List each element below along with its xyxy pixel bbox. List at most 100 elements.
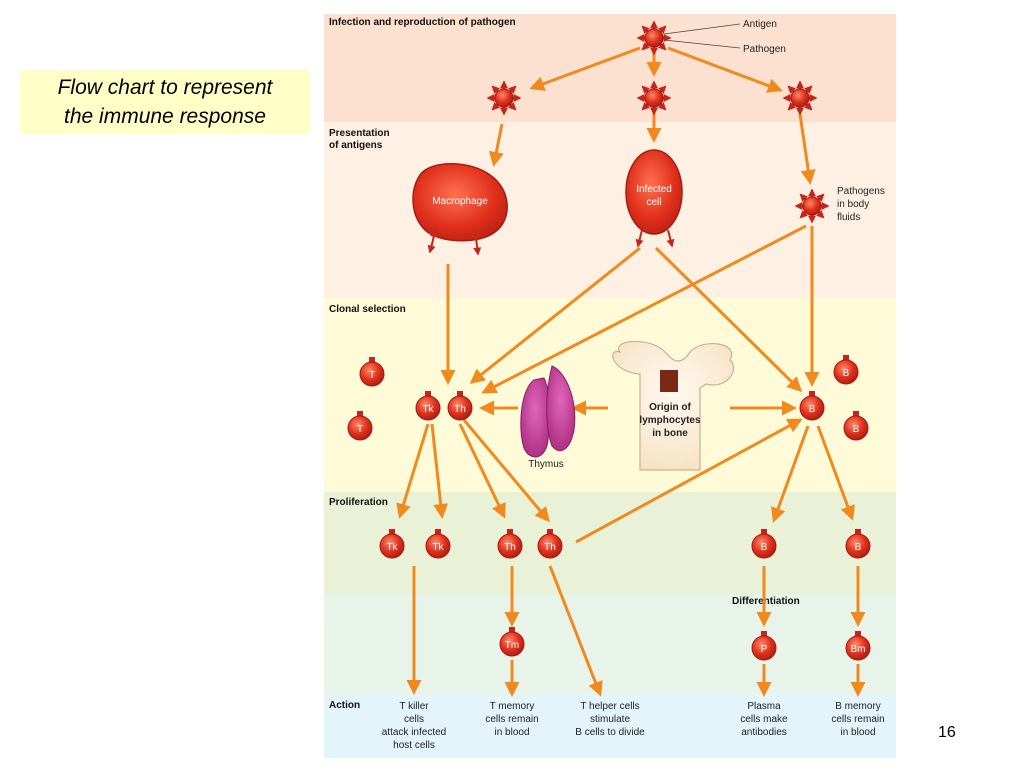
pathogen-center bbox=[636, 80, 672, 116]
action-bmemory-line-2: cells remain bbox=[831, 714, 884, 725]
stage-label-presentation-line-1: Presentation bbox=[329, 128, 390, 139]
t-cell-naive-1-label: T bbox=[369, 370, 375, 381]
action-thelper-line-2: stimulate bbox=[590, 714, 630, 725]
arrow-to-macrophage bbox=[488, 123, 504, 167]
th-cell-clone-2-label: Th bbox=[544, 542, 556, 553]
stage-label-presentation-line-2: of antigens bbox=[329, 140, 383, 151]
b-cell-naive-2: B bbox=[843, 411, 869, 441]
b-cell-selected-label: B bbox=[809, 404, 816, 415]
action-tkiller-line-3: attack infected bbox=[382, 727, 446, 738]
bone-label-line-1: Origin of bbox=[649, 402, 691, 413]
action-thelper-line-1: T helper cells bbox=[580, 701, 639, 712]
arrow-tk-to-tk1 bbox=[396, 423, 430, 519]
pathogen-right bbox=[782, 80, 818, 116]
arrow-to-fluid-pathogen bbox=[798, 113, 816, 185]
pathogen-left bbox=[486, 80, 522, 116]
macrophage-cell: Macrophage bbox=[412, 163, 508, 256]
action-plasma-line-1: Plasma bbox=[747, 701, 781, 712]
antigen-callout-line bbox=[663, 23, 741, 35]
tk-cell: Tk bbox=[415, 391, 441, 421]
b-cell-naive-1-label: B bbox=[843, 368, 850, 379]
t-cell-naive-1: T bbox=[359, 357, 385, 387]
tm-cell-label: Tm bbox=[505, 640, 519, 651]
arrow-th-helper-to-action bbox=[548, 565, 603, 697]
t-cell-naive-2: T bbox=[347, 411, 373, 441]
arrow-th2-to-b bbox=[575, 418, 803, 544]
band-proliferation bbox=[324, 492, 896, 594]
b-cell-selected: B bbox=[799, 391, 825, 421]
bm-cell: Bm bbox=[845, 631, 871, 661]
stage-label-presentation: Presentation of antigens bbox=[329, 128, 390, 152]
slide-number: 16 bbox=[938, 724, 956, 741]
b-cell-clone-1: B bbox=[751, 529, 777, 559]
b-cell-clone-2: B bbox=[845, 529, 871, 559]
action-tkiller-line-4: host cells bbox=[393, 740, 435, 751]
pathogen-source bbox=[636, 20, 672, 56]
action-tkiller-line-1: T killer bbox=[399, 701, 429, 712]
plasma-cell: P bbox=[751, 631, 777, 661]
slide-title-line-2: the immune response bbox=[64, 105, 266, 128]
pathogens-fluids-label-line-1: Pathogens bbox=[837, 186, 885, 197]
infected-cell-label-line-2: cell bbox=[646, 197, 661, 208]
bone-label-line-2: lymphocytes bbox=[639, 415, 701, 426]
slide-title-line-1: Flow chart to represent bbox=[57, 76, 273, 99]
action-texts: T killer cells attack infected host cells T … bbox=[382, 701, 885, 751]
arrow-th-to-th2 bbox=[462, 419, 550, 523]
arrow-fluids-to-th bbox=[481, 224, 807, 394]
thymus-label: Thymus bbox=[528, 459, 564, 470]
b-cell-clone-2-label: B bbox=[855, 542, 862, 553]
flow-arrows bbox=[396, 46, 866, 697]
plasma-cell-label: P bbox=[761, 644, 768, 655]
pathogens bbox=[486, 20, 830, 224]
stage-label-differentiation: Differentiation bbox=[732, 596, 800, 607]
tk-cell-label: Tk bbox=[422, 404, 434, 415]
pathogen-body-fluids bbox=[794, 188, 830, 224]
arrow-pathogen-to-left bbox=[529, 46, 641, 91]
th-cell-label: Th bbox=[454, 404, 466, 415]
tk-cell-clone-2-label: Tk bbox=[432, 542, 444, 553]
thymus: Thymus bbox=[520, 365, 576, 470]
b-cell-clone-1-label: B bbox=[761, 542, 768, 553]
arrow-b-to-b1 bbox=[771, 425, 810, 523]
action-plasma-line-3: antibodies bbox=[741, 727, 787, 738]
arrow-pathogen-to-right bbox=[667, 46, 783, 93]
th-cell-clone-1: Th bbox=[497, 529, 523, 559]
action-tkiller-line-2: cells bbox=[404, 714, 424, 725]
pathogen-label: Pathogen bbox=[743, 44, 786, 55]
slide-title-box: Flow chart to represent the immune respo… bbox=[20, 70, 310, 134]
bm-cell-label: Bm bbox=[851, 644, 866, 655]
stage-label-infection: Infection and reproduction of pathogen bbox=[329, 17, 516, 28]
action-thelper-line-3: B cells to divide bbox=[575, 727, 645, 738]
action-tmemory-line-2: cells remain bbox=[485, 714, 538, 725]
b-cell-naive-2-label: B bbox=[853, 424, 860, 435]
action-tmemory-line-3: in blood bbox=[494, 727, 529, 738]
pathogens-fluids-label-line-3: fluids bbox=[837, 212, 860, 223]
pathogen-callout-line bbox=[663, 39, 741, 49]
tk-cell-clone-2: Tk bbox=[425, 529, 451, 559]
action-plasma-line-2: cells make bbox=[740, 714, 788, 725]
t-cell-naive-2-label: T bbox=[357, 424, 363, 435]
stage-label-clonal-selection: Clonal selection bbox=[329, 304, 406, 315]
band-action bbox=[324, 694, 896, 758]
infected-cell: Infected cell bbox=[625, 149, 683, 248]
band-clonal-selection bbox=[324, 298, 896, 492]
bone: Origin of lymphocytes in bone bbox=[612, 340, 735, 471]
b-cell-naive-1: B bbox=[833, 355, 859, 385]
tk-cell-clone-1: Tk bbox=[379, 529, 405, 559]
infected-cell-label-line-1: Infected bbox=[636, 184, 672, 195]
macrophage-label: Macrophage bbox=[432, 196, 488, 207]
arrow-infected-to-th bbox=[469, 246, 641, 384]
arrow-b-to-b2 bbox=[816, 425, 855, 521]
action-tmemory-line-1: T memory bbox=[490, 701, 535, 712]
band-differentiation bbox=[324, 594, 896, 694]
tk-cell-clone-1-label: Tk bbox=[386, 542, 398, 553]
th-cell-clone-1-label: Th bbox=[504, 542, 516, 553]
antigen-label: Antigen bbox=[743, 19, 777, 30]
arrow-th-to-th1 bbox=[458, 423, 506, 519]
tm-cell: Tm bbox=[499, 627, 525, 657]
arrow-infected-to-b bbox=[654, 246, 803, 393]
th-cell-clone-2: Th bbox=[537, 529, 563, 559]
stage-label-proliferation: Proliferation bbox=[329, 497, 388, 508]
